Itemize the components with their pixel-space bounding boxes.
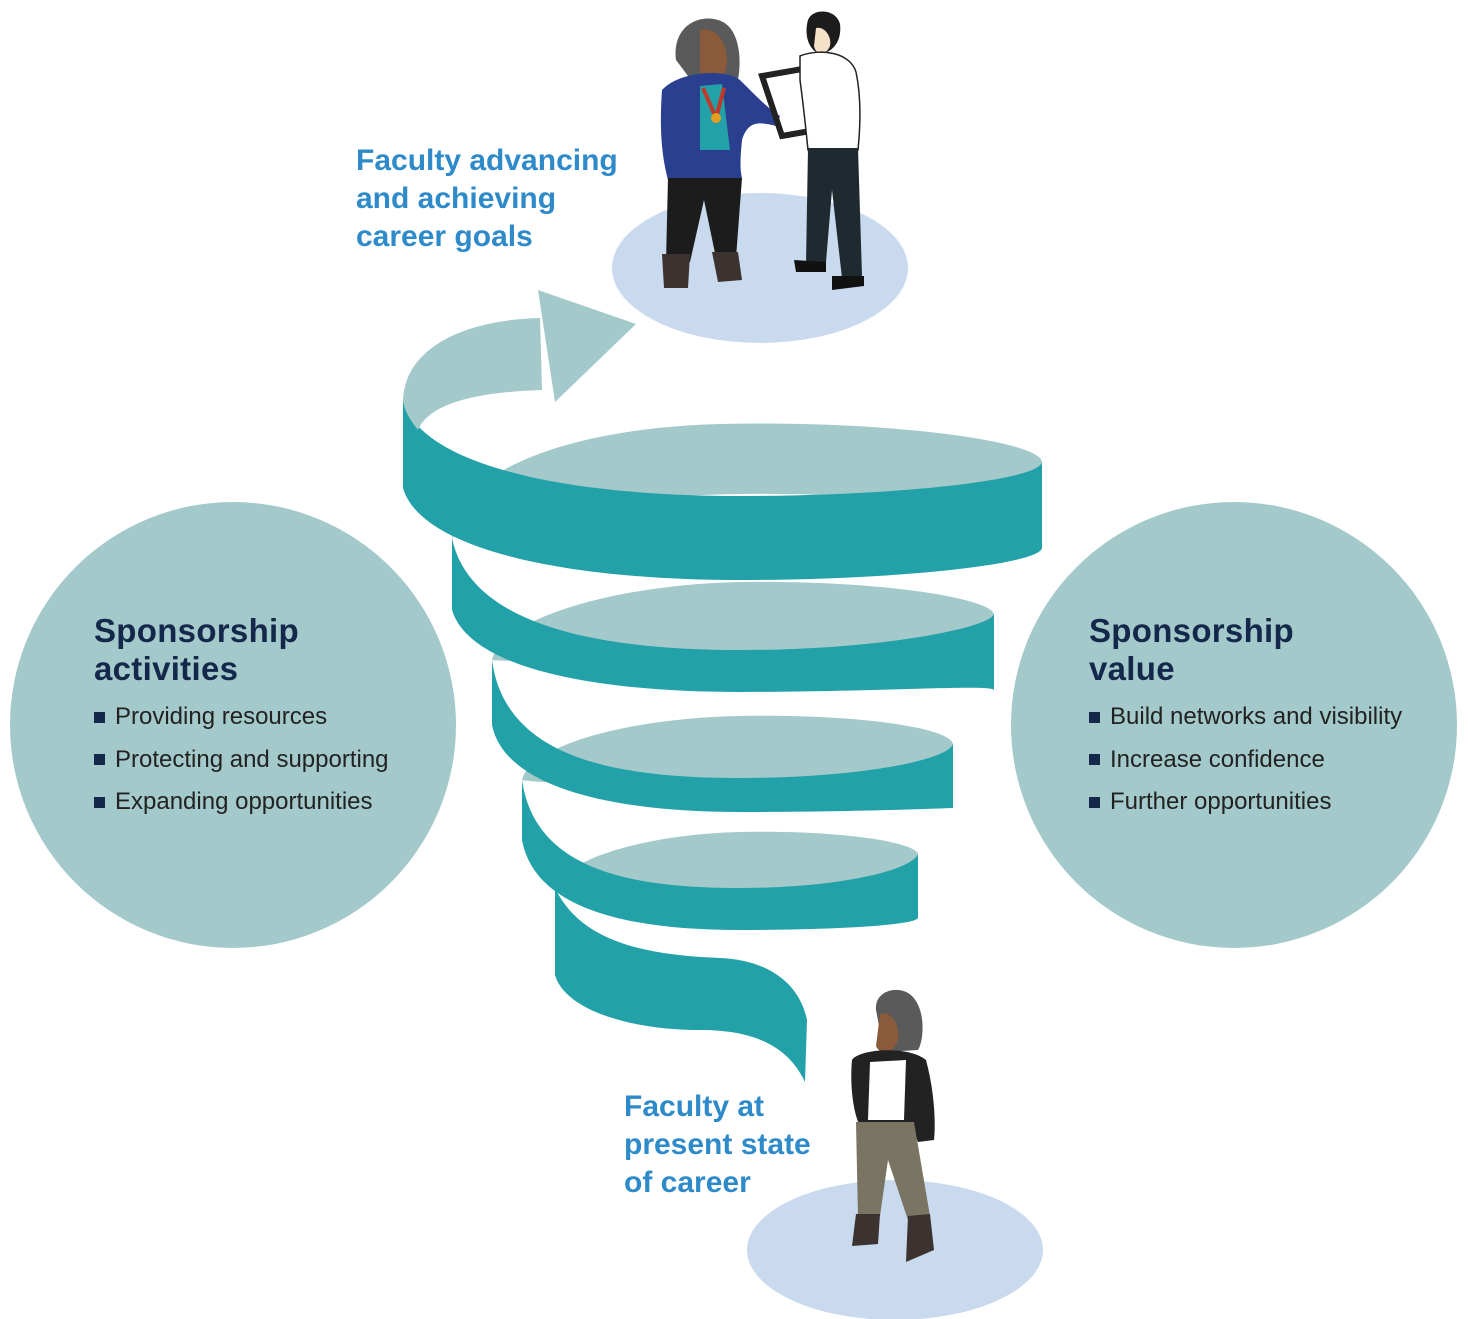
square-bullet-icon — [94, 711, 105, 723]
list-item: Build networks and visibility — [1089, 702, 1402, 732]
activities-circle — [10, 502, 456, 948]
list-item-text: Increase confidence — [1110, 745, 1325, 773]
value-circle — [1011, 502, 1457, 948]
goal-label: Faculty advancing and achieving career g… — [356, 142, 618, 256]
present-state-label-line3: of career — [624, 1166, 751, 1199]
square-bullet-icon — [94, 754, 105, 765]
present-state-label-line2: present state — [624, 1128, 811, 1161]
activities-title-line1: Sponsorship — [94, 612, 299, 649]
goal-label-line2: and achieving — [356, 182, 557, 215]
list-item-text: Protecting and supporting — [115, 745, 389, 773]
two-women-award-handshake-icon — [660, 11, 864, 290]
square-bullet-icon — [94, 796, 105, 808]
bottom-platform — [747, 1180, 1043, 1319]
list-item: Providing resources — [94, 702, 389, 732]
present-state-label-line1: Faculty at — [624, 1090, 765, 1123]
top-platform — [612, 193, 908, 343]
value-title-line2: value — [1089, 650, 1175, 687]
list-item-text: Build networks and visibility — [1110, 703, 1403, 730]
upward-spiral-arrow-icon — [403, 290, 1042, 1082]
activities-list: Providing resources Protecting and suppo… — [94, 702, 389, 830]
list-item-text: Further opportunities — [1110, 788, 1332, 815]
list-item: Increase confidence — [1089, 745, 1402, 775]
standing-woman-icon — [851, 989, 935, 1262]
value-title-line1: Sponsorship — [1089, 612, 1294, 649]
value-list: Build networks and visibility Increase c… — [1089, 702, 1402, 830]
list-item: Protecting and supporting — [94, 745, 389, 775]
list-item: Expanding opportunities — [94, 787, 389, 817]
square-bullet-icon — [1089, 754, 1100, 765]
value-title: Sponsorship value — [1089, 612, 1294, 688]
square-bullet-icon — [1089, 796, 1100, 808]
list-item-text: Expanding opportunities — [115, 788, 373, 815]
goal-label-line3: career goals — [356, 220, 533, 253]
square-bullet-icon — [1089, 711, 1100, 723]
activities-title: Sponsorship activities — [94, 612, 299, 688]
activities-title-line2: activities — [94, 650, 239, 687]
list-item-text: Providing resources — [115, 703, 328, 730]
list-item: Further opportunities — [1089, 787, 1402, 817]
present-state-label: Faculty at present state of career — [624, 1088, 811, 1202]
goal-label-line1: Faculty advancing — [356, 144, 618, 177]
